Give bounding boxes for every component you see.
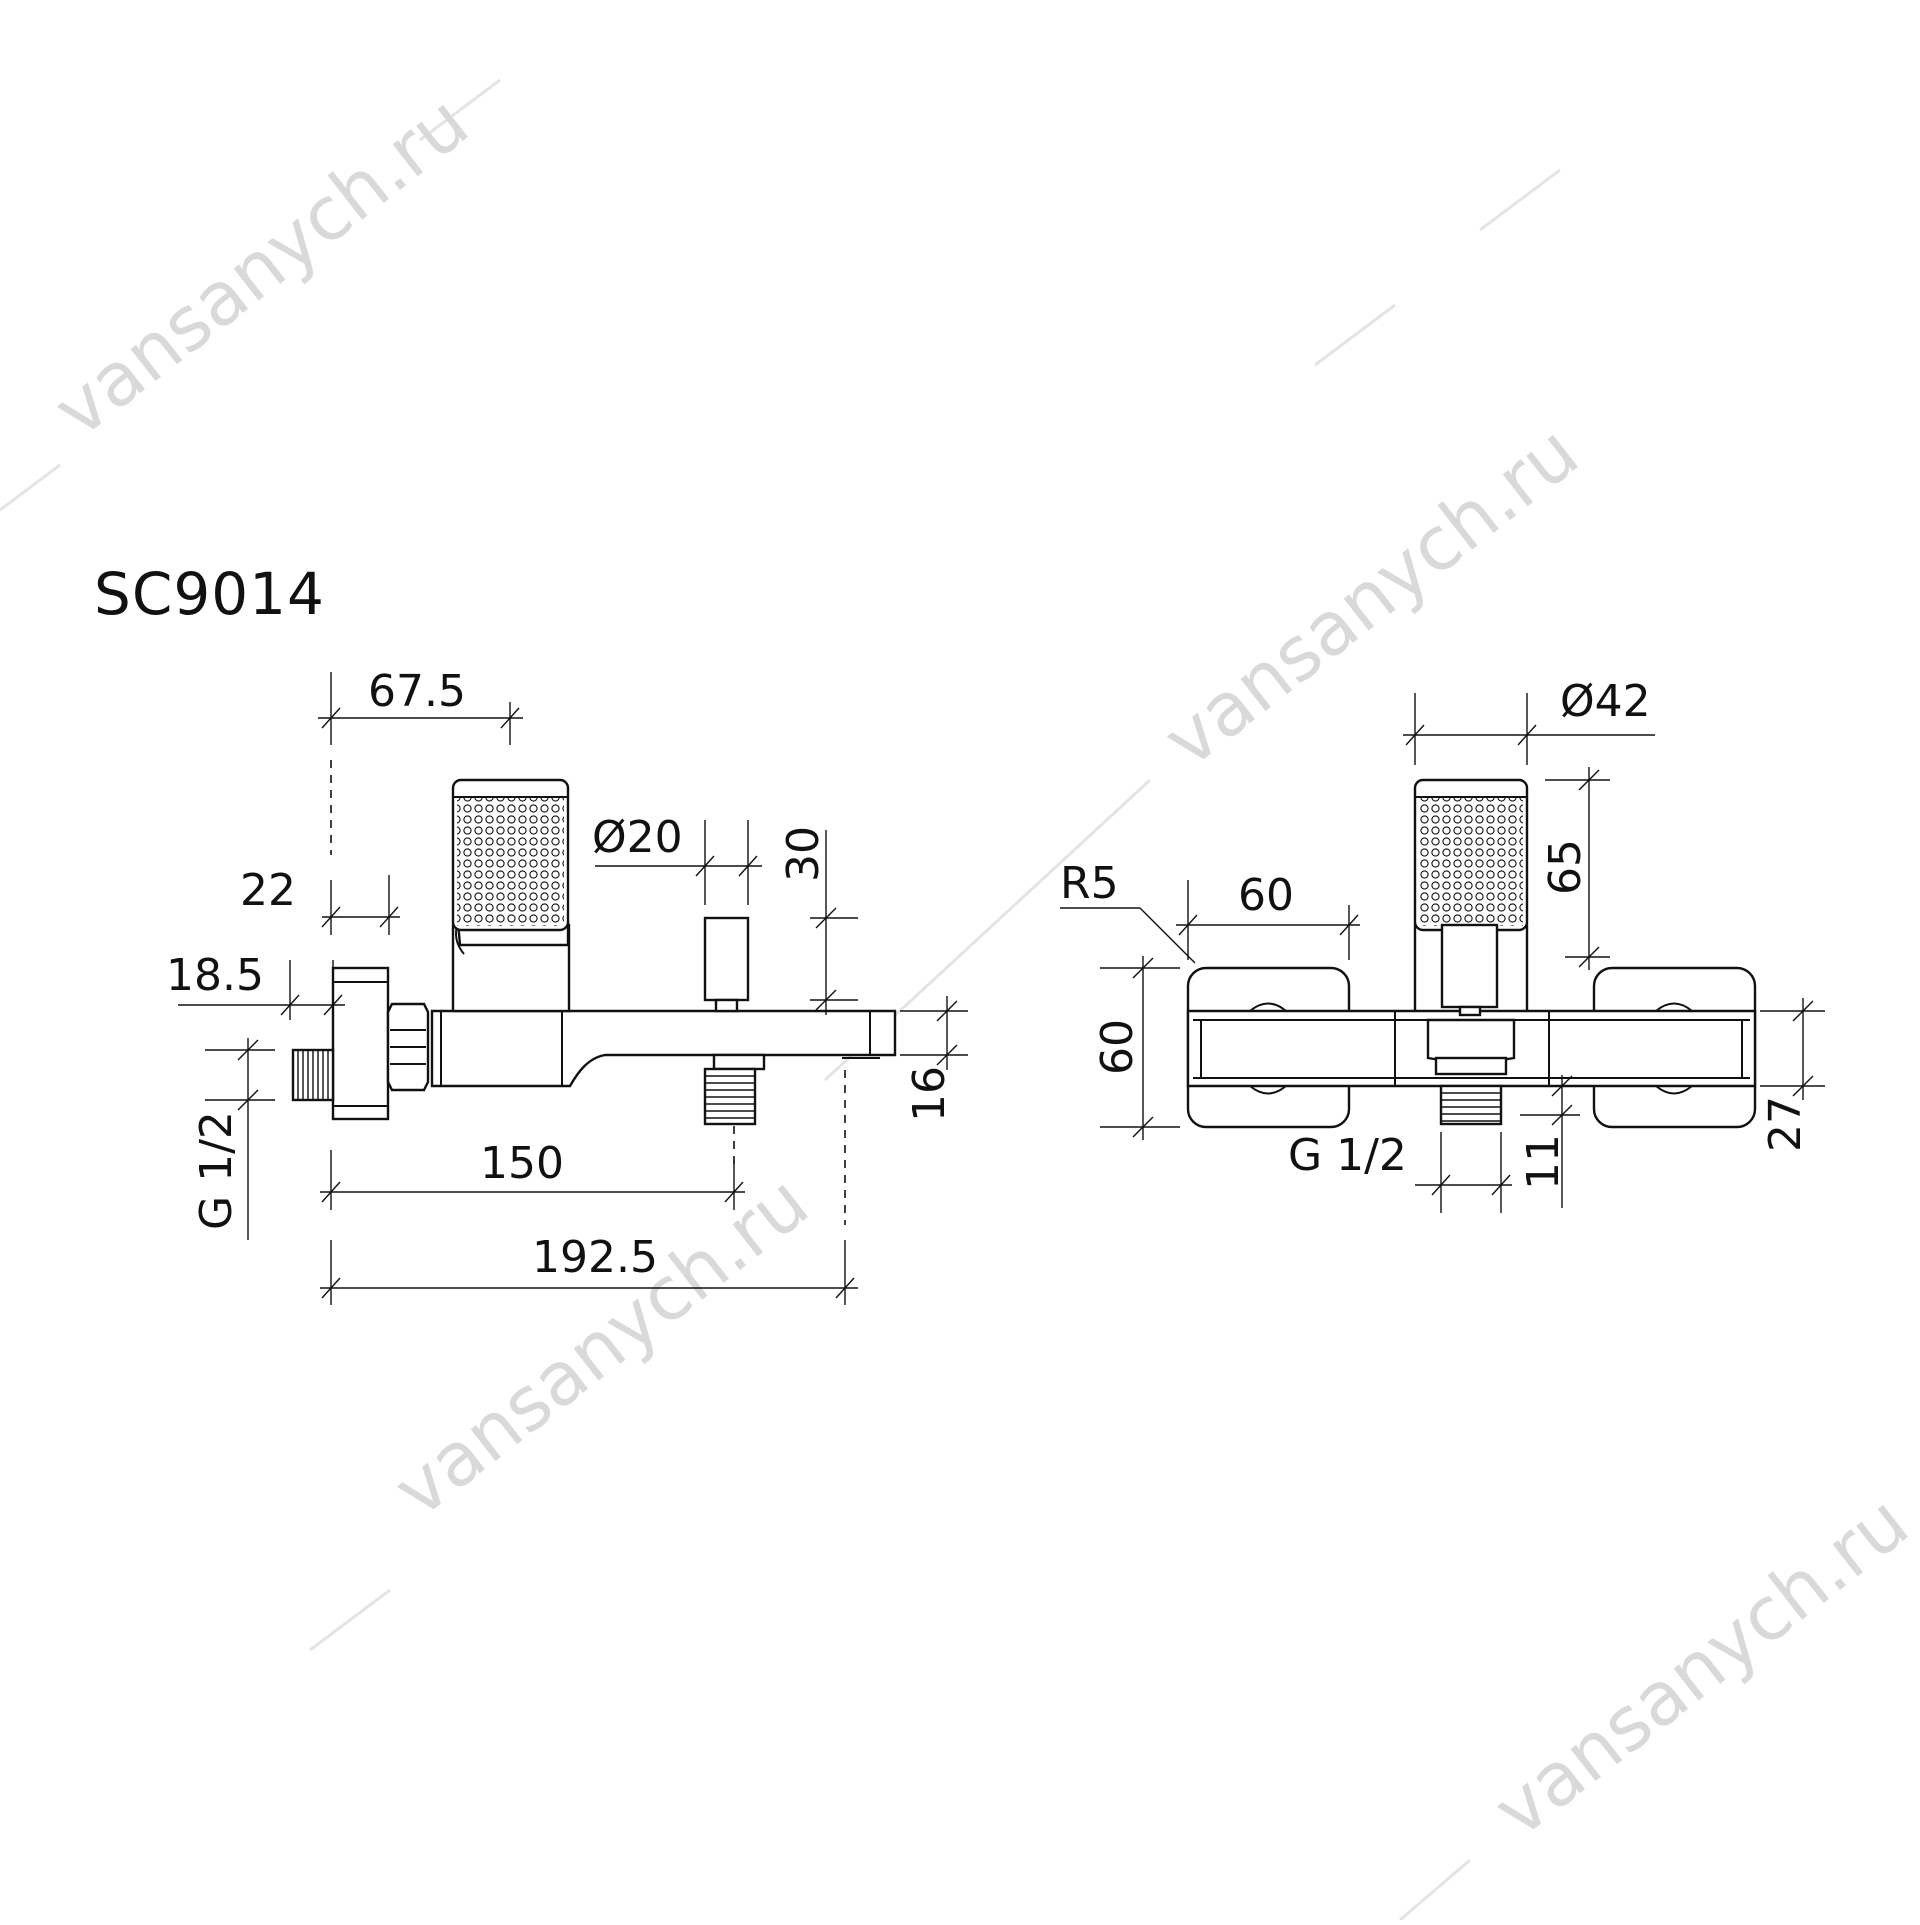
wall-flange [331, 966, 390, 1121]
watermark-line [309, 1588, 391, 1652]
side-view: 67.5 22 18.5 [166, 666, 968, 1305]
screw-mark [1655, 1002, 1693, 1012]
dim-dia42: Ø42 [1403, 676, 1655, 765]
diverter-button [703, 916, 750, 1002]
dim-label: G 1/2 [1288, 1130, 1407, 1181]
dim-label: G 1/2 [191, 1111, 242, 1230]
front-handle [1413, 778, 1529, 932]
front-knurl-texture [1419, 796, 1523, 926]
dim-label: 16 [904, 1066, 955, 1122]
side-handle [451, 778, 570, 932]
dim-30: 30 [778, 826, 858, 1015]
watermark-text: vansanych.ru [378, 1159, 824, 1534]
dim-60-width: 60 [1176, 870, 1360, 960]
dim-27: 27 [1760, 998, 1825, 1152]
dim-label: 65 [1540, 839, 1591, 895]
front-view: Ø42 65 R5 [1060, 676, 1825, 1213]
inlet-thread-lines [297, 1050, 329, 1100]
dim-label: R5 [1060, 858, 1119, 909]
screw-mark [1655, 1085, 1693, 1095]
dim-label: 67.5 [368, 666, 466, 717]
dim-r5: R5 [1060, 858, 1196, 964]
shower-outlet-nut [712, 1053, 766, 1071]
watermark-line [1314, 303, 1396, 367]
front-diverter [1440, 923, 1499, 1009]
dim-65: 65 [1540, 767, 1610, 970]
watermark-text: vansanych.ru [38, 79, 484, 454]
dim-label: 27 [1760, 1096, 1811, 1152]
dim-g12-side: G 1/2 [191, 1038, 275, 1240]
watermark-line [0, 463, 61, 512]
dim-label: 150 [480, 1138, 564, 1189]
front-outlet-housing [1426, 1018, 1516, 1064]
outlet-thread-lines [705, 1075, 755, 1119]
watermark-line [419, 78, 501, 142]
dim-18-5: 18.5 [166, 950, 345, 1020]
dim-150: 150 [320, 1138, 745, 1210]
dim-label: Ø42 [1560, 676, 1651, 727]
front-outlet-thread [1439, 1084, 1503, 1126]
front-diverter-stem [1458, 1005, 1482, 1017]
screw-mark [1249, 1085, 1287, 1095]
dim-192-5: 192.5 [320, 1232, 858, 1305]
model-title: SC9014 [94, 560, 325, 628]
watermark-line [1399, 1858, 1471, 1922]
dim-label: 60 [1238, 870, 1294, 921]
mixer-body [430, 1009, 897, 1088]
watermark-line [1479, 168, 1561, 232]
dim-label: 192.5 [532, 1232, 658, 1283]
watermark-text: vansanych.ru [1478, 1479, 1920, 1854]
dim-label: 60 [1092, 1019, 1143, 1075]
dim-dia20: Ø20 [592, 812, 762, 905]
dim-label: 18.5 [166, 950, 264, 1001]
dim-g12-front: G 1/2 [1288, 1130, 1512, 1213]
dim-11: 11 [1518, 1075, 1580, 1208]
dim-label: Ø20 [592, 812, 683, 863]
front-outlet-ring [1434, 1056, 1508, 1076]
diverter-stem [714, 998, 739, 1013]
dim-label: 30 [778, 826, 829, 882]
dim-label: 22 [240, 865, 296, 916]
front-outlet-thread-lines [1441, 1092, 1501, 1122]
dim-16: 16 [900, 996, 968, 1122]
screw-mark [1249, 1002, 1287, 1012]
dim-label: 11 [1518, 1134, 1569, 1190]
dim-60-height: 60 [1092, 956, 1180, 1140]
dim-67-5: 67.5 [318, 666, 523, 745]
dim-22: 22 [240, 865, 400, 935]
knurl-texture [457, 796, 564, 926]
